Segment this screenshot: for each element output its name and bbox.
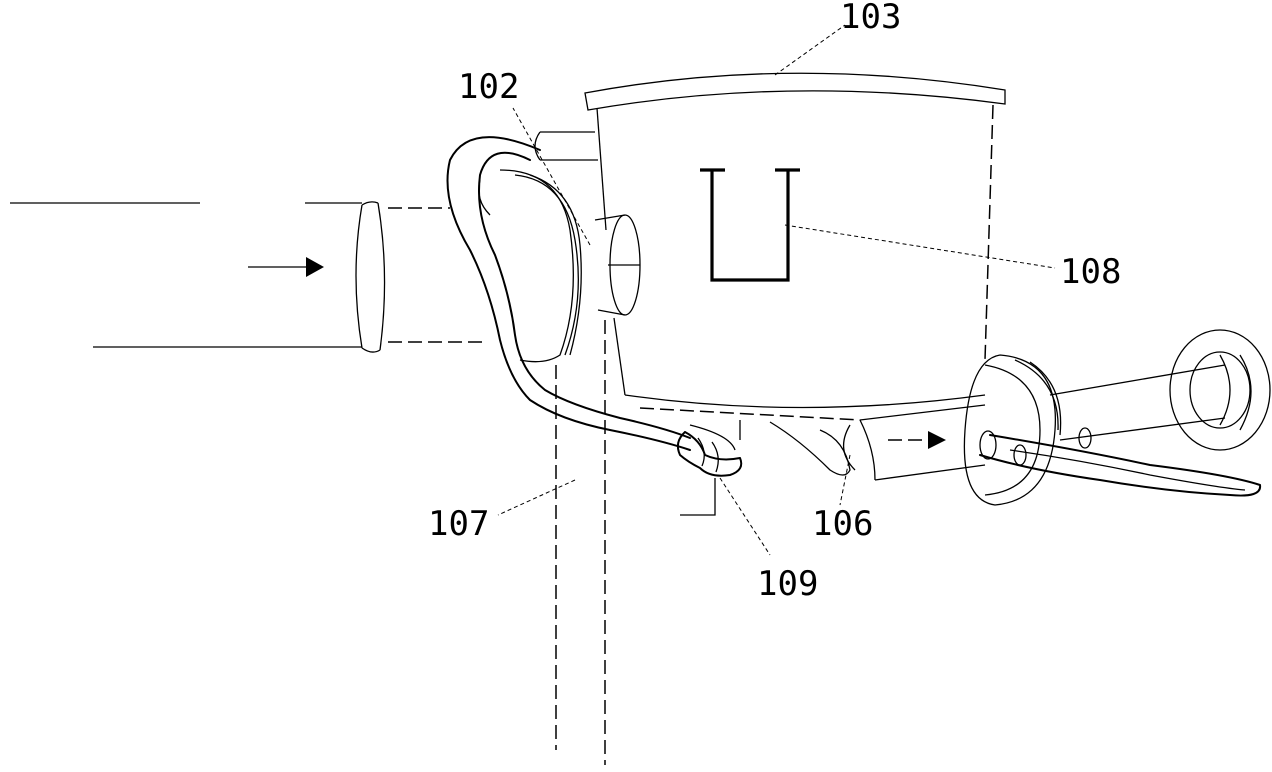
spiral-casing bbox=[446, 131, 691, 750]
label-102: 102 bbox=[458, 67, 519, 107]
outlet-pipe bbox=[639, 404, 986, 481]
label-103: 103 bbox=[840, 0, 901, 37]
label-108: 108 bbox=[1060, 252, 1121, 292]
rotor-discs bbox=[963, 354, 1062, 506]
label-106: 106 bbox=[812, 504, 873, 544]
outlet-flow-arrow bbox=[888, 431, 946, 449]
label-107: 107 bbox=[428, 504, 489, 544]
return-tube bbox=[979, 427, 1262, 497]
right-shaft bbox=[1049, 329, 1271, 451]
hub-boss bbox=[594, 214, 641, 316]
fitting-109 bbox=[676, 431, 743, 516]
inlet-pipe bbox=[10, 201, 488, 353]
tank-body bbox=[584, 72, 1006, 765]
leader-lines bbox=[497, 24, 1056, 556]
label-109: 109 bbox=[757, 564, 818, 604]
inlet-flow-arrow bbox=[248, 257, 324, 277]
